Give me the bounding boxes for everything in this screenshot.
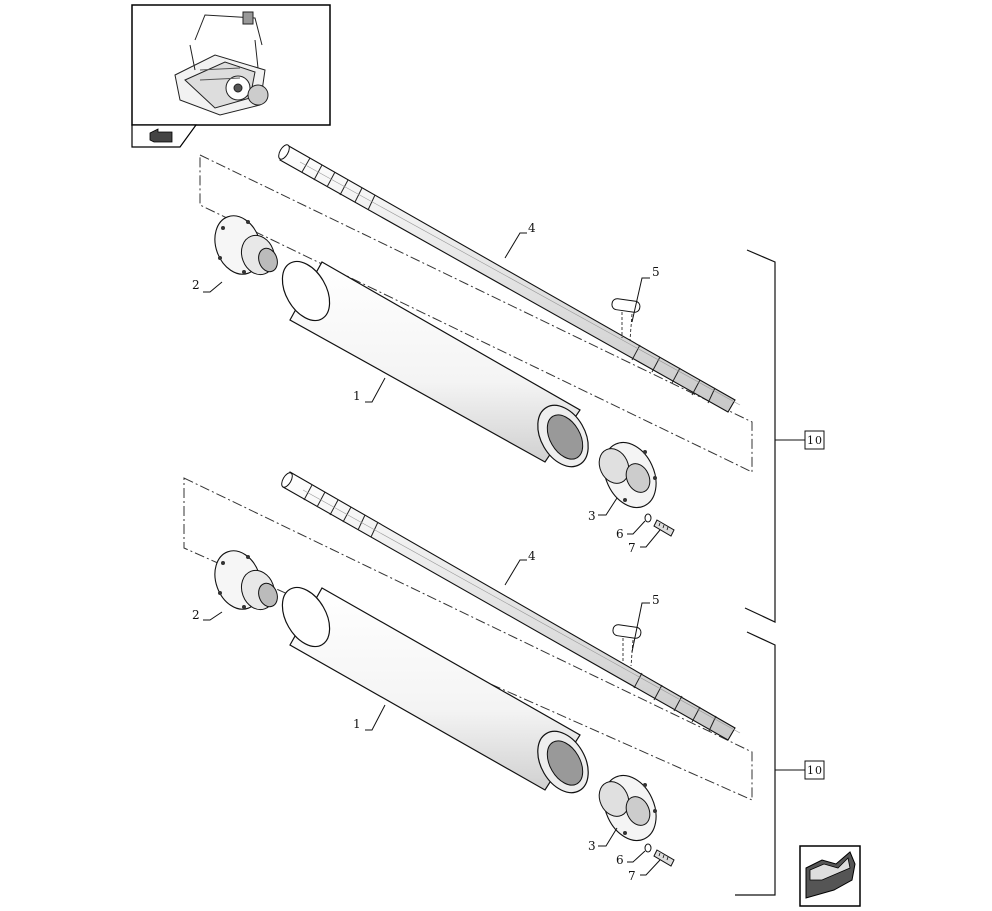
callout-3[interactable]: 3 bbox=[588, 839, 596, 853]
group-reference[interactable]: 10 bbox=[807, 764, 823, 777]
callout-6[interactable]: 6 bbox=[616, 853, 624, 867]
roller-tube[interactable] bbox=[273, 579, 599, 801]
next-page-button[interactable] bbox=[799, 845, 861, 907]
bolt[interactable] bbox=[653, 849, 675, 867]
callout-7[interactable]: 7 bbox=[628, 541, 636, 555]
callout-2[interactable]: 2 bbox=[192, 608, 200, 622]
machine-overview-icon bbox=[174, 11, 269, 116]
next-page-arrow-icon bbox=[805, 851, 856, 899]
washer[interactable] bbox=[644, 513, 652, 523]
shaft[interactable] bbox=[280, 471, 741, 741]
previous-page-arrow-icon bbox=[149, 128, 173, 143]
previous-page-tab[interactable] bbox=[131, 124, 198, 148]
group-reference[interactable]: 10 bbox=[807, 434, 823, 447]
callout-4[interactable]: 4 bbox=[528, 549, 536, 563]
washer[interactable] bbox=[644, 843, 652, 853]
top-assembly: 10 4 5 2 1 3 6 7 bbox=[192, 143, 825, 623]
callout-5[interactable]: 5 bbox=[652, 593, 660, 607]
callout-7[interactable]: 7 bbox=[628, 869, 636, 883]
drive-flange[interactable] bbox=[594, 767, 666, 849]
bolt[interactable] bbox=[653, 519, 675, 537]
callout-1[interactable]: 1 bbox=[353, 389, 361, 403]
callout-1[interactable]: 1 bbox=[353, 717, 361, 731]
callout-6[interactable]: 6 bbox=[616, 527, 624, 541]
callout-2[interactable]: 2 bbox=[192, 278, 200, 292]
key[interactable] bbox=[611, 298, 641, 341]
drive-flange[interactable] bbox=[594, 434, 666, 516]
shaft[interactable] bbox=[277, 143, 741, 413]
end-flange[interactable] bbox=[207, 209, 280, 280]
callout-3[interactable]: 3 bbox=[588, 509, 596, 523]
callout-4[interactable]: 4 bbox=[528, 221, 536, 235]
roller-tube[interactable] bbox=[273, 253, 599, 475]
key[interactable] bbox=[612, 624, 642, 667]
callout-5[interactable]: 5 bbox=[652, 265, 660, 279]
overview-thumbnail[interactable] bbox=[131, 4, 331, 126]
bottom-assembly: 10 4 5 2 1 3 6 7 bbox=[183, 471, 825, 896]
end-flange[interactable] bbox=[207, 544, 280, 615]
